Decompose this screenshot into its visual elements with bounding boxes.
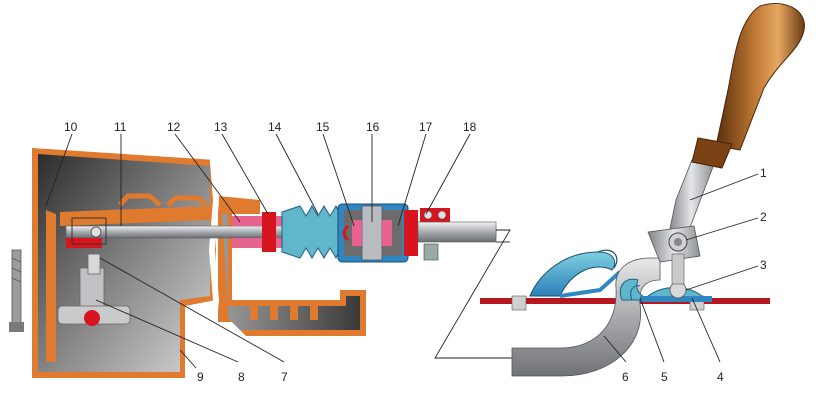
rod-seal — [232, 212, 284, 252]
callout-17: 17 — [419, 120, 433, 134]
callout-7: 7 — [281, 370, 288, 384]
callout-13: 13 — [214, 120, 228, 134]
rod-boot — [281, 204, 341, 260]
callout-10: 10 — [64, 120, 78, 134]
callout-leaders — [45, 133, 759, 369]
callout-8: 8 — [238, 370, 245, 384]
callout-6: 6 — [622, 370, 629, 384]
callout-18: 18 — [463, 120, 477, 134]
callout-1: 1 — [760, 166, 767, 180]
lever-guide-tube — [511, 257, 661, 377]
callout-12: 12 — [167, 120, 181, 134]
selector-fork — [57, 253, 131, 326]
callout-5: 5 — [661, 370, 668, 384]
callout-2: 2 — [760, 210, 767, 224]
callout-labels: 10 11 12 13 14 15 16 17 18 9 8 7 1 2 3 4… — [64, 120, 767, 384]
callout-3: 3 — [760, 258, 767, 272]
callout-11: 11 — [114, 120, 127, 134]
side-bolt — [9, 249, 24, 332]
gearbox-housing — [32, 148, 366, 378]
break-lines — [434, 229, 512, 359]
callout-4: 4 — [717, 370, 724, 384]
callout-14: 14 — [268, 120, 282, 134]
ball-joint-support — [640, 281, 712, 302]
rod-extension — [417, 221, 497, 243]
callout-9: 9 — [197, 370, 204, 384]
gear-lever — [647, 159, 715, 285]
callout-15: 15 — [316, 120, 330, 134]
lever-boot — [529, 249, 622, 298]
callout-16: 16 — [366, 120, 380, 134]
gear-knob — [691, 2, 805, 169]
